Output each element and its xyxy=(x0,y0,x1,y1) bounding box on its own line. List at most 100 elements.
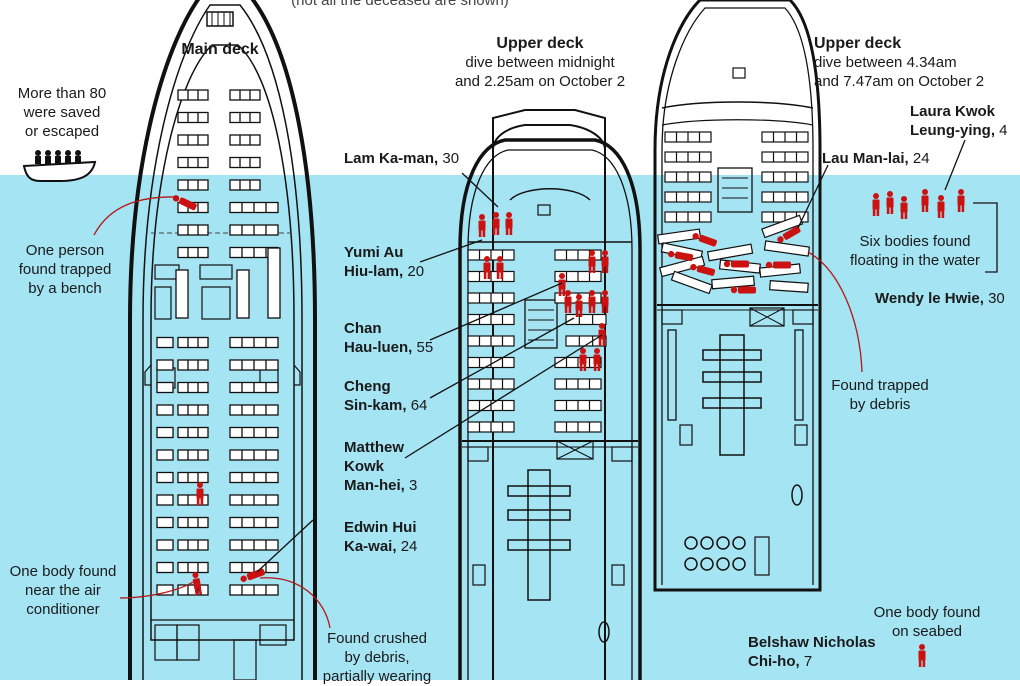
victim-chan-name-line1: Chan xyxy=(344,320,382,337)
bench xyxy=(156,381,174,394)
bench xyxy=(177,494,209,506)
victim-lau-name: Lau Man-lai, xyxy=(822,150,909,167)
bench xyxy=(177,134,209,146)
note-bench-line3: by a bench xyxy=(28,280,102,297)
bench xyxy=(177,246,209,259)
upper-deck-1-title: Upper deck xyxy=(496,35,584,52)
bench xyxy=(156,539,174,551)
victim-lau-age: 24 xyxy=(912,150,930,167)
header-note: (not all the deceased are shown) xyxy=(291,0,509,9)
note-debris: Found trapped by debris xyxy=(820,376,940,414)
victim-chan-name-line2: Hau-luen, xyxy=(344,339,413,356)
note-bench-line1: One person xyxy=(25,242,105,259)
bench xyxy=(229,134,261,146)
note-aircon-line3: conditioner xyxy=(26,601,100,618)
bench xyxy=(156,494,174,506)
bench xyxy=(267,247,281,319)
bench xyxy=(177,516,209,529)
bench xyxy=(229,111,261,124)
victim-lau: Lau Man-lai, 24 xyxy=(822,149,930,168)
victim-edwin-age: 24 xyxy=(400,538,418,555)
bench xyxy=(229,89,261,101)
victim-cheng-name-line1: Cheng xyxy=(344,378,391,395)
bench xyxy=(156,404,174,416)
victim-wendy: Wendy le Hwie, 30 xyxy=(875,289,1005,308)
upper-deck-2-caption: Upper deck dive between 4.34am and 7.47a… xyxy=(814,34,1014,91)
note-aircon: One body found near the air conditioner xyxy=(2,562,124,619)
victim-wendy-name: Wendy le Hwie, xyxy=(875,290,984,307)
victim-matthew-name-line1: Matthew xyxy=(344,439,404,456)
upper-deck-2-subtitle-line1: dive between 4.34am xyxy=(814,54,957,71)
bench xyxy=(177,471,209,484)
victim-yumi-age: 20 xyxy=(407,263,425,280)
victim-yumi-name-line1: Yumi Au xyxy=(344,244,404,261)
note-crushed-line2: by debris, xyxy=(344,649,410,666)
victim-belshaw: Belshaw Nicholas Chi-ho, 7 xyxy=(748,633,876,671)
victim-belshaw-name-line1: Belshaw Nicholas xyxy=(748,634,876,651)
bench xyxy=(156,561,174,574)
bench xyxy=(156,449,174,461)
victim-chan-age: 55 xyxy=(416,339,434,356)
note-floating-line2: floating in the water xyxy=(849,252,981,269)
victim-laura-name-line1: Laura Kwok xyxy=(910,103,996,120)
bench xyxy=(156,426,174,439)
victim-matthew: Matthew Kowk Man-hei, 3 xyxy=(344,438,417,495)
note-floating: Six bodies found floating in the water xyxy=(840,232,990,270)
bench xyxy=(156,359,174,371)
victim-laura: Laura Kwok Leung-ying, 4 xyxy=(910,102,1008,140)
bench xyxy=(177,89,209,101)
bench xyxy=(177,359,209,371)
victim-matthew-age: 3 xyxy=(409,477,418,494)
victim-cheng-name-line2: Sin-kam, xyxy=(344,397,407,414)
note-bench: One person found trapped by a bench xyxy=(10,241,120,298)
victim-yumi-name-line2: Hiu-lam, xyxy=(344,263,404,280)
victim-edwin-name-line2: Ka-wai, xyxy=(344,538,397,555)
bench xyxy=(156,516,174,529)
note-saved: More than 80 were saved or escaped xyxy=(2,84,122,141)
main-deck-benches xyxy=(156,89,281,596)
note-debris-line2: by debris xyxy=(849,396,911,413)
victim-belshaw-age: 7 xyxy=(803,653,813,670)
note-seabed: One body found on seabed xyxy=(862,603,992,641)
note-aircon-line1: One body found xyxy=(9,563,117,580)
bench xyxy=(565,335,607,347)
note-crushed: Found crushed by debris, partially weari… xyxy=(312,629,442,686)
victim-yumi: Yumi Au Hiu-lam, 20 xyxy=(344,243,424,281)
main-deck-title: Main deck xyxy=(181,41,259,58)
victim-chan: Chan Hau-luen, 55 xyxy=(344,319,433,357)
main-deck-ship xyxy=(128,0,317,680)
bench xyxy=(177,156,209,169)
bench xyxy=(177,404,209,416)
bench xyxy=(177,584,209,596)
bench xyxy=(156,471,174,484)
upper-deck-1-subtitle-line1: dive between midnight xyxy=(465,54,615,71)
upper-deck-1-ship xyxy=(458,109,642,680)
note-crushed-line1: Found crushed xyxy=(326,630,428,647)
upper-deck-1-benches xyxy=(467,249,607,433)
tyres xyxy=(684,536,746,571)
upper-deck-2-title: Upper deck xyxy=(814,35,902,52)
note-aircon-line2: near the air xyxy=(25,582,101,599)
upper-deck-2-benches xyxy=(664,131,809,223)
bench xyxy=(565,313,607,326)
note-saved-line3: or escaped xyxy=(24,123,100,140)
victim-lam-age: 30 xyxy=(442,150,460,167)
note-saved-line1: More than 80 xyxy=(17,85,107,102)
note-floating-line1: Six bodies found xyxy=(859,233,971,250)
bench xyxy=(175,269,189,319)
bench xyxy=(177,561,209,574)
bench xyxy=(177,449,209,461)
victim-cheng-age: 64 xyxy=(410,397,428,414)
victim-matthew-name-line2: Kowk xyxy=(344,458,385,475)
bench xyxy=(236,269,250,319)
upper-deck-2-ship xyxy=(653,0,822,592)
upper-deck-1-caption: Upper deck dive between midnight and 2.2… xyxy=(430,34,650,91)
bench xyxy=(177,426,209,439)
bench xyxy=(177,336,209,349)
bench xyxy=(229,179,261,191)
victim-wendy-age: 30 xyxy=(988,290,1005,307)
victim-laura-name-line2: Leung-ying, xyxy=(910,122,995,139)
victim-lam-name: Lam Ka-man, xyxy=(344,150,439,167)
lifeboat-icon xyxy=(22,150,97,182)
